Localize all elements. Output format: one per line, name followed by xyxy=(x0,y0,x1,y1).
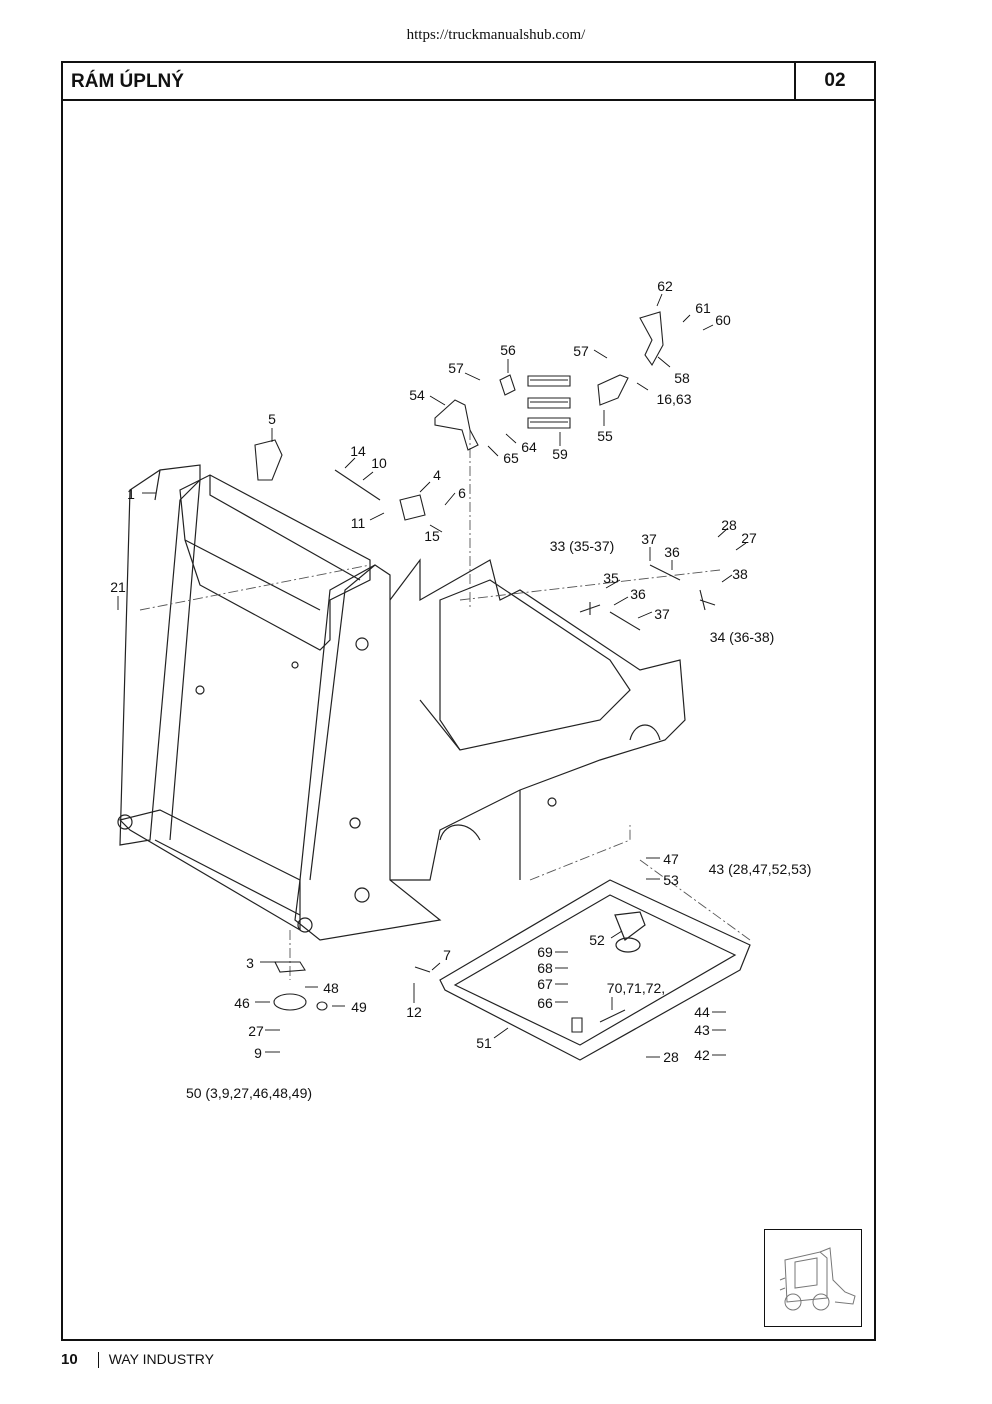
callout-69: 69 xyxy=(537,944,553,960)
callout-38: 38 xyxy=(732,566,748,582)
callout-66: 66 xyxy=(537,995,553,1011)
skid-steer-loader-icon xyxy=(779,1247,856,1311)
callout-28b: 28 xyxy=(663,1049,679,1065)
hardware-parts xyxy=(254,311,716,1033)
callout-42: 42 xyxy=(694,1047,710,1063)
callout-36b: 36 xyxy=(630,586,646,602)
callout-64: 64 xyxy=(521,439,537,455)
callout-3: 3 xyxy=(246,955,254,971)
machine-thumbnail xyxy=(764,1229,862,1327)
callout-9: 9 xyxy=(254,1045,262,1061)
callout-59: 59 xyxy=(552,446,568,462)
section-title: RÁM ÚPLNÝ xyxy=(71,71,184,92)
callout-12: 12 xyxy=(406,1004,422,1020)
callout-57a: 57 xyxy=(448,360,464,376)
callout-55: 55 xyxy=(597,428,613,444)
callout-56: 56 xyxy=(500,342,516,358)
callout-15: 15 xyxy=(424,528,440,544)
callout-44: 44 xyxy=(694,1004,710,1020)
callout-47: 47 xyxy=(663,851,679,867)
callout-33: 33 (35-37) xyxy=(550,538,615,554)
callout-61: 61 xyxy=(695,300,711,316)
callout-21: 21 xyxy=(110,579,126,595)
callout-7: 7 xyxy=(443,947,451,963)
callout-11: 11 xyxy=(351,515,366,531)
callout-62: 62 xyxy=(657,278,673,294)
callout-34: 34 (36-38) xyxy=(710,629,775,645)
footer-divider xyxy=(97,1352,99,1369)
callout-49: 49 xyxy=(351,999,367,1015)
callout-70-72: 70,71,72, xyxy=(607,980,665,996)
callout-labels: 1 5 14 10 4 6 11 15 21 54 57 56 57 62 61… xyxy=(110,278,811,1101)
callout-48: 48 xyxy=(323,980,339,996)
callout-35: 35 xyxy=(603,570,619,586)
callout-57b: 57 xyxy=(573,343,589,359)
page-frame: RÁM ÚPLNÝ 02 xyxy=(61,61,876,1341)
page-number: 10 xyxy=(61,1351,78,1368)
callout-53: 53 xyxy=(663,872,679,888)
callout-46: 46 xyxy=(234,995,250,1011)
callout-67: 67 xyxy=(537,976,553,992)
callout-68: 68 xyxy=(537,960,553,976)
callout-16-63: 16,63 xyxy=(656,391,691,407)
section-header: RÁM ÚPLNÝ 02 xyxy=(63,63,874,101)
callout-37b: 37 xyxy=(654,606,670,622)
callout-54: 54 xyxy=(409,387,425,403)
callout-60: 60 xyxy=(715,312,731,328)
axis-lines xyxy=(139,430,751,980)
callout-43: 43 xyxy=(694,1022,710,1038)
callout-52: 52 xyxy=(589,932,605,948)
callout-50: 50 (3,9,27,46,48,49) xyxy=(186,1085,312,1101)
callout-51: 51 xyxy=(476,1035,492,1051)
callout-27a: 27 xyxy=(741,530,757,546)
callout-28a: 28 xyxy=(721,517,737,533)
callout-27b: 27 xyxy=(248,1023,264,1039)
callout-37a: 37 xyxy=(641,531,657,547)
callout-1: 1 xyxy=(127,486,135,502)
callout-10: 10 xyxy=(371,455,387,471)
callout-14: 14 xyxy=(350,443,366,459)
leader-lines xyxy=(117,293,747,1058)
callout-4: 4 xyxy=(433,467,441,483)
callout-43-group: 43 (28,47,52,53) xyxy=(709,861,812,877)
callout-36a: 36 xyxy=(664,544,680,560)
source-url: https://truckmanualshub.com/ xyxy=(406,27,586,43)
frame-drawing xyxy=(117,464,686,941)
callout-5: 5 xyxy=(268,411,276,427)
callout-65: 65 xyxy=(503,450,519,466)
page-footer: 10 WAY INDUSTRY xyxy=(61,1351,214,1369)
footer-brand: WAY INDUSTRY xyxy=(108,1351,214,1367)
callout-58: 58 xyxy=(674,370,690,386)
callout-6: 6 xyxy=(458,485,466,501)
section-number: 02 xyxy=(794,63,874,99)
